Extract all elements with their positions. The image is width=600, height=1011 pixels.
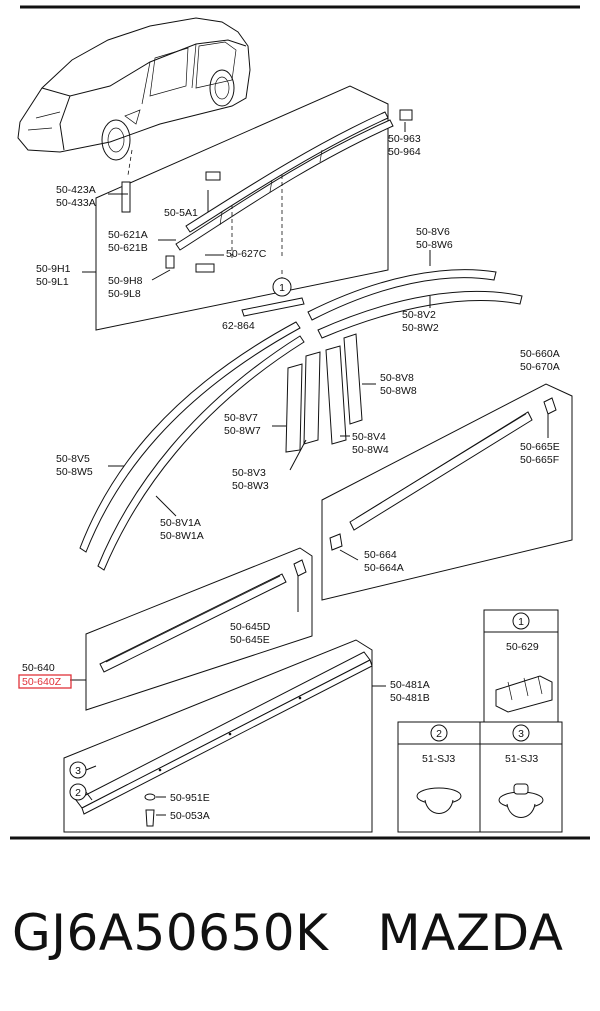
label-50423a: 50-423A xyxy=(56,184,96,196)
leader-509h8 xyxy=(151,269,171,281)
clip-505a1 xyxy=(205,171,221,181)
label-50640z: 50-640Z xyxy=(22,676,62,688)
upper-group-frame xyxy=(95,85,389,331)
label-50963: 50-963 xyxy=(388,133,421,145)
label-508w4: 50-8W4 xyxy=(352,444,389,456)
label-50645e: 50-645E xyxy=(230,634,270,646)
detail-box-3: 3 51-SJ3 xyxy=(479,721,563,833)
label-50629: 50-629 xyxy=(506,641,539,653)
molding-50481a xyxy=(75,651,371,809)
label-50621a: 50-621A xyxy=(108,229,148,241)
label-509h1: 50-9H1 xyxy=(36,263,71,275)
label-508w5: 50-8W5 xyxy=(56,466,93,478)
label-508w1a: 50-8W1A xyxy=(160,530,204,542)
rear-arch-molding xyxy=(307,269,523,339)
detail-2-number: 2 xyxy=(436,728,442,740)
front-belt-frame xyxy=(85,547,313,711)
label-50951e: 50-951E xyxy=(170,792,210,804)
label-508v6: 50-8V6 xyxy=(416,226,450,238)
label-50433a: 50-433A xyxy=(56,197,96,209)
clip-50963 xyxy=(399,109,413,121)
side-step-frame xyxy=(63,639,373,833)
label-50665f: 50-665F xyxy=(520,454,559,466)
label-50670a: 50-670A xyxy=(520,361,560,373)
front-arch-molding xyxy=(79,321,305,571)
clip-50627c xyxy=(195,263,215,273)
label-508w8: 50-8W8 xyxy=(380,385,417,397)
label-508w2: 50-8W2 xyxy=(402,322,439,334)
label-509l8: 50-9L8 xyxy=(108,288,141,300)
label-62864: 62-864 xyxy=(222,320,255,332)
pillar-508v3 xyxy=(303,351,321,445)
label-50621b: 50-621B xyxy=(108,242,148,254)
label-508v7: 50-8V7 xyxy=(224,412,258,424)
label-50665e: 50-665E xyxy=(520,441,560,453)
callout-leaders xyxy=(85,765,97,801)
label-508w3: 50-8W3 xyxy=(232,480,269,492)
label-50664a: 50-664A xyxy=(364,562,404,574)
label-508v2: 50-8V2 xyxy=(402,309,436,321)
label-508v8: 50-8V8 xyxy=(380,372,414,384)
pillar-508v4 xyxy=(325,345,347,445)
label-50627c: 50-627C xyxy=(226,248,267,260)
leader-50664 xyxy=(339,549,359,561)
label-508v5: 50-8V5 xyxy=(56,453,90,465)
label-509l1: 50-9L1 xyxy=(36,276,69,288)
label-50481a: 50-481A xyxy=(390,679,430,691)
screw-50053a xyxy=(145,809,155,827)
label-50664: 50-664 xyxy=(364,549,397,561)
label-50645d: 50-645D xyxy=(230,621,271,633)
clip-50664 xyxy=(329,533,343,551)
parts-diagram: 50-963 50-964 50-423A 50-433A 50-5A1 50-… xyxy=(10,5,590,840)
label-508w7: 50-8W7 xyxy=(224,425,261,437)
label-51sj3-a: 51-SJ3 xyxy=(422,753,455,765)
bracket-50629 xyxy=(495,675,553,713)
strip-62864 xyxy=(241,297,305,317)
detail-1-number: 1 xyxy=(518,616,524,628)
leader-508v3 xyxy=(289,439,307,471)
pillar-508v8 xyxy=(343,333,363,425)
label-509h8: 50-9H8 xyxy=(108,275,143,287)
leader-508v1a xyxy=(155,495,177,517)
label-50481b: 50-481B xyxy=(390,692,430,704)
clip-50665e xyxy=(543,397,557,415)
detail-box-2: 2 51-SJ3 xyxy=(397,721,481,833)
molding-50640 xyxy=(99,573,287,673)
callout-3-label: 3 xyxy=(75,765,81,777)
label-508v4: 50-8V4 xyxy=(352,431,386,443)
seal-50423a xyxy=(121,181,131,213)
washer-50951e xyxy=(144,793,156,801)
label-505a1: 50-5A1 xyxy=(164,207,198,219)
rear-belt-frame xyxy=(321,383,573,601)
label-50660a: 50-660A xyxy=(520,348,560,360)
detail-box-1: 1 50-629 xyxy=(483,609,559,723)
label-508v1a: 50-8V1A xyxy=(160,517,201,529)
upper-window-molding xyxy=(175,111,394,258)
detail-3-number: 3 xyxy=(518,728,524,740)
label-51sj3-b: 51-SJ3 xyxy=(505,753,538,765)
label-508w6: 50-8W6 xyxy=(416,239,453,251)
label-50640: 50-640 xyxy=(22,662,55,674)
label-50964: 50-964 xyxy=(388,146,421,158)
callout-1-label: 1 xyxy=(279,282,285,294)
clip-509h8 xyxy=(165,255,175,269)
label-50053a: 50-053A xyxy=(170,810,210,822)
clip-50645d xyxy=(293,559,307,577)
callout-2-label: 2 xyxy=(75,787,81,799)
part-number-caption: GJ6A50650K MAZDA xyxy=(12,904,564,962)
highlight-box-50640z xyxy=(18,674,72,689)
pillar-508v7 xyxy=(285,363,303,453)
label-508v3: 50-8V3 xyxy=(232,467,266,479)
car-illustration xyxy=(17,17,251,176)
